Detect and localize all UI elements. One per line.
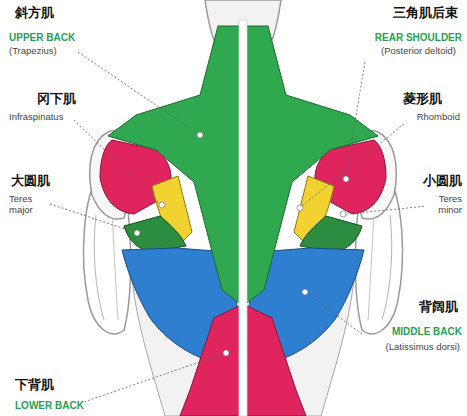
- region-name: LOWER BACK: [14, 400, 85, 412]
- chinese-muscle-name: 三角肌后束: [392, 6, 459, 21]
- chinese-muscle-name: 小圆肌: [422, 174, 463, 189]
- region-name: UPPER BACK: [8, 32, 76, 44]
- latin-muscle-name: Rhomboid: [416, 112, 461, 123]
- chinese-muscle-name: 背阔肌: [418, 300, 459, 315]
- chinese-muscle-name: 大圆肌: [10, 174, 51, 189]
- latin-muscle-name: (Posterior deltoid): [380, 46, 457, 57]
- chinese-muscle-name: 菱形肌: [402, 92, 443, 107]
- chinese-muscle-name: 冈下肌: [36, 92, 77, 107]
- latin-muscle-name: Teres major: [8, 194, 50, 216]
- chinese-muscle-name: 下背肌: [14, 378, 55, 393]
- latin-muscle-name: (Trapezius): [8, 46, 58, 57]
- latin-muscle-name: (Latissimus dorsi): [385, 342, 461, 353]
- latin-muscle-name: Teres minor: [425, 194, 463, 216]
- latin-muscle-name: Infraspinatus: [8, 112, 64, 123]
- chinese-muscle-name: 斜方肌: [14, 6, 55, 21]
- region-name: REAR SHOULDER: [374, 32, 463, 44]
- region-name: MIDDLE BACK: [391, 326, 463, 338]
